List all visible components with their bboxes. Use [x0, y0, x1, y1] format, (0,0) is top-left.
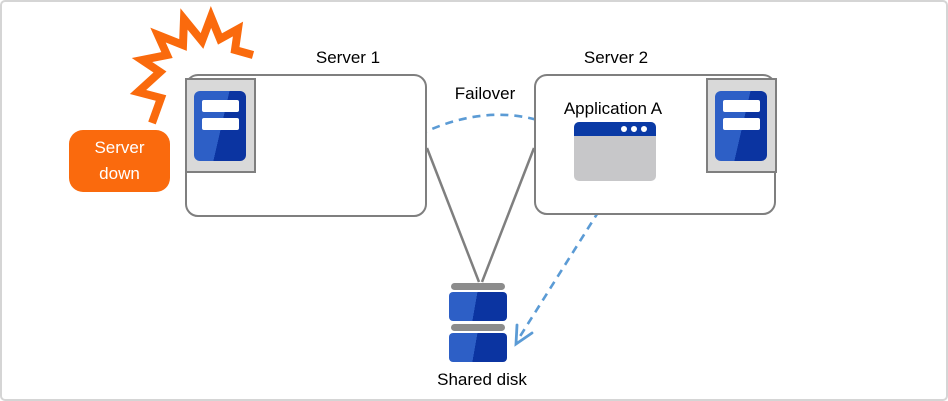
server-slot-bar	[723, 100, 760, 112]
shared-disk-label: Shared disk	[437, 370, 527, 389]
server-down-badge: Server down	[69, 130, 170, 192]
window-dot-icon	[621, 126, 627, 132]
failover-arrow-arc	[406, 113, 542, 143]
stacked-disk-icon	[449, 283, 507, 362]
server2-to-disk-line	[480, 147, 536, 283]
application-label: Application A	[563, 99, 663, 118]
disk-unit	[449, 292, 507, 321]
failover-label: Failover	[454, 84, 516, 103]
app-to-disk-arrowhead-icon	[514, 323, 534, 347]
window-dot-icon	[641, 126, 647, 132]
window-dot-icon	[631, 126, 637, 132]
server-tower-icon	[715, 91, 767, 161]
server-down-line2: down	[99, 164, 140, 183]
server-slot-bar	[723, 118, 760, 130]
server-slot-bar	[202, 118, 239, 130]
server-down-line1: Server	[94, 138, 145, 157]
app-window-titlebar	[574, 122, 656, 136]
disk-cap-bar	[451, 324, 505, 331]
server-slot-bar	[202, 100, 239, 112]
server1-to-disk-line	[425, 147, 481, 283]
disk-unit	[449, 333, 507, 362]
server2-label: Server 2	[583, 48, 649, 67]
server1-icon-panel	[185, 78, 256, 173]
server-tower-icon	[194, 91, 246, 161]
app-window-icon	[574, 122, 656, 181]
server2-icon-panel	[706, 78, 777, 173]
disk-cap-bar	[451, 283, 505, 290]
server1-label: Server 1	[315, 48, 381, 67]
